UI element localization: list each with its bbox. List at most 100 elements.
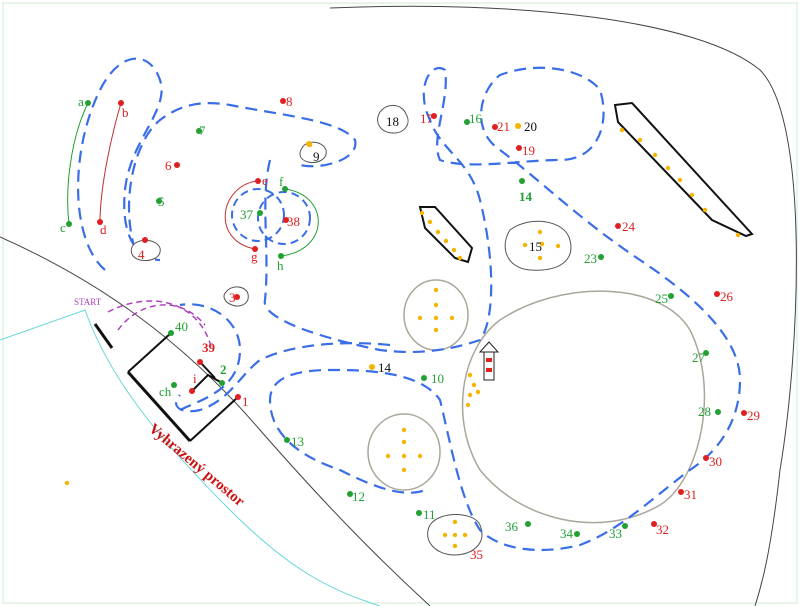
control-dot-n30 (703, 455, 709, 461)
control-label-n27: 27 (692, 350, 706, 365)
control-dot-n16 (464, 119, 470, 125)
control-label-n18: 18 (386, 114, 399, 129)
control-dot-n21 (492, 124, 498, 130)
orange-marker (467, 392, 473, 398)
cyan-line (0, 309, 381, 606)
control-dot-n39 (197, 359, 203, 365)
line-e-g (224, 180, 259, 250)
orange-marker (417, 453, 423, 459)
control-label-n26: 26 (720, 289, 734, 304)
control-label-n1: 1 (242, 394, 249, 409)
orange-marker (385, 453, 391, 459)
orange-marker (452, 532, 458, 538)
control-dot-n9 (306, 141, 312, 147)
orange-marker (471, 382, 477, 388)
orange-marker (451, 247, 457, 253)
orange-marker (419, 210, 425, 216)
pier-large (613, 101, 754, 238)
orange-marker (462, 532, 468, 538)
orange-marker (467, 372, 473, 378)
control-dot-ch (171, 382, 177, 388)
orange-marker (433, 315, 439, 321)
control-dot-n23 (598, 254, 604, 260)
control-dot-a (85, 100, 91, 106)
orange-marker (435, 229, 441, 235)
control-label-d: d (100, 222, 107, 237)
control-dot-f (282, 186, 288, 192)
orange-marker (401, 439, 407, 445)
route-loop-2 (257, 191, 311, 245)
orange-marker (702, 207, 708, 213)
control-label-n11: 11 (423, 507, 436, 522)
control-label-n21: 21 (497, 119, 510, 134)
control-dot-n31 (678, 489, 684, 495)
boundary-road (0, 236, 431, 606)
line-a-c (67, 102, 89, 225)
control-label-n36: 36 (505, 519, 519, 534)
control-dot-n3 (234, 294, 240, 300)
control-label-n38: 38 (287, 214, 300, 229)
orange-marker (689, 192, 695, 198)
control-dot-n36 (525, 521, 531, 527)
control-label-n14b: 14 (378, 360, 392, 375)
control-label-n13: 13 (291, 434, 304, 449)
control-dot-n33 (622, 523, 628, 529)
route-lines (77, 57, 742, 552)
control-label-n20: 20 (524, 119, 537, 134)
control-label-n12: 12 (352, 489, 365, 504)
control-dot-n32 (651, 521, 657, 527)
control-label-n16: 16 (469, 111, 483, 126)
control-label-n6: 6 (165, 158, 172, 173)
control-dot-n34 (574, 531, 580, 537)
control-dot-n26 (714, 291, 720, 297)
control-dot-n4 (142, 237, 148, 243)
control-dot-n14 (519, 178, 525, 184)
pier-small (418, 206, 474, 264)
control-label-n31: 31 (684, 487, 697, 502)
control-label-n7: 7 (199, 123, 206, 138)
orange-marker (64, 480, 70, 486)
cloud-18 (377, 105, 409, 134)
line-b-d (99, 102, 122, 223)
island-south (367, 413, 441, 491)
control-dot-n10 (421, 375, 427, 381)
control-label-n29: 29 (747, 408, 760, 423)
control-label-f: f (279, 174, 284, 189)
orange-markers (64, 127, 741, 549)
control-dot-n5 (156, 198, 162, 204)
control-dot-n19 (516, 145, 522, 151)
cloud-4 (130, 239, 161, 261)
orange-marker (452, 543, 458, 549)
orange-marker (475, 389, 481, 395)
line-f-h (280, 188, 319, 257)
control-label-g: g (251, 249, 258, 264)
control-dot-n1 (235, 394, 241, 400)
control-label-n19: 19 (522, 143, 535, 158)
control-dot-n6 (174, 162, 180, 168)
orange-marker (452, 519, 458, 525)
control-label-n35: 35 (470, 547, 483, 562)
control-label-n37: 37 (240, 207, 254, 222)
control-dot-n2 (219, 380, 225, 386)
orange-marker (522, 242, 528, 248)
control-dot-n7 (196, 128, 202, 134)
control-label-n9: 9 (313, 149, 320, 164)
control-label-n5: 5 (158, 194, 165, 209)
control-label-c: c (60, 220, 66, 235)
control-dot-i (189, 388, 195, 394)
control-dot-n40 (168, 330, 174, 336)
control-label-n3: 3 (229, 290, 236, 305)
cloud-9 (299, 141, 327, 163)
island-15 (504, 220, 572, 271)
control-label-n32: 32 (656, 522, 669, 537)
control-dot-n14b (369, 364, 375, 370)
control-label-n8: 8 (286, 94, 293, 109)
orange-marker (417, 315, 423, 321)
control-dot-n29 (741, 410, 747, 416)
control-dot-n28 (715, 409, 721, 415)
control-label-b: b (122, 105, 129, 120)
